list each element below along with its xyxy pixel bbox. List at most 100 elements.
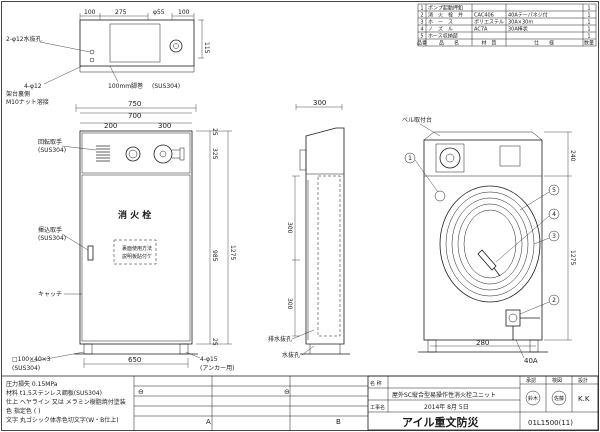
note-leg-material: (SUS304) xyxy=(152,83,180,90)
label-drain-hole: 水抜孔 xyxy=(282,351,300,359)
plate-line1: 裏面使用方法 xyxy=(122,245,152,252)
company-name: アイル重文防災 xyxy=(402,415,479,429)
approval-stamp xyxy=(525,390,541,406)
hydrant-valve xyxy=(505,309,521,327)
inspection-stamp xyxy=(551,390,567,406)
label-rotate-handle: 回転取手 xyxy=(38,138,62,146)
marker-a: ⊖ xyxy=(138,388,144,396)
label-catch: キャッチ xyxy=(38,291,62,298)
side-view: 300 300 300 排水抜孔 水抜孔 xyxy=(268,99,350,359)
front-dim-985: 985 xyxy=(211,250,218,262)
bell-unit xyxy=(435,143,465,173)
pump-start-button xyxy=(125,146,141,162)
title-inspect: 検図 xyxy=(552,377,562,384)
parts-row: 3 ホ ー ス ポリエステル 30A×30m 1 xyxy=(420,19,590,26)
svg-text:1: 1 xyxy=(587,6,590,12)
callout-4: 4 xyxy=(495,208,560,263)
plate-line2: 説明板貼付ケ xyxy=(122,253,152,260)
spec-line: 色 指定色 ( ) xyxy=(6,407,40,415)
svg-text:ポリエステル: ポリエステル xyxy=(474,19,504,26)
top-dim-275: 275 xyxy=(115,9,127,16)
svg-text:ホース収納部: ホース収納部 xyxy=(428,33,458,40)
parts-row: 2 消 火 栓 弁 CAC406 40Aテーパネジ付 1 xyxy=(420,12,590,19)
spec-notes: 圧力損失 0.15MPa 材料 t1.5ステンレス鋼板(SUS304) 仕上 ヘ… xyxy=(6,380,126,424)
rev-mark-a: A xyxy=(206,418,211,426)
front-dim-300: 300 xyxy=(158,122,171,130)
svg-text:2: 2 xyxy=(420,13,423,19)
side-hose-store xyxy=(317,175,341,337)
note-leg: 100mm脚巻 xyxy=(108,82,143,90)
svg-text:ノ ズ ル: ノ ズ ル xyxy=(428,26,453,33)
front-cabinet-outline xyxy=(79,130,193,345)
label-drain-outlet: 排水抜孔 xyxy=(268,335,292,343)
title-name-label: 名 称 xyxy=(370,380,382,387)
svg-text:2: 2 xyxy=(552,297,556,304)
parts-header-name: 品 名 xyxy=(439,40,459,47)
note-drain-holes: 2-φ12水抜孔 xyxy=(6,35,42,43)
side-cabinet-outline xyxy=(305,127,345,345)
parts-header-qty: 数量 xyxy=(584,40,594,47)
rev-mark-b: B xyxy=(336,418,341,426)
designer-initials: K.K xyxy=(578,395,590,403)
svg-text:1: 1 xyxy=(420,6,423,12)
front-dim-25b: 25 xyxy=(211,338,218,346)
front-dim-750: 750 xyxy=(128,100,141,108)
front-dim-25a: 25 xyxy=(211,128,218,136)
vent-louvres xyxy=(96,145,110,162)
title-date: 2014年 8月 5日 xyxy=(424,403,469,411)
svg-text:5: 5 xyxy=(552,187,556,194)
top-dim-115: 115 xyxy=(203,42,210,54)
side-dim-300b: 300 xyxy=(286,298,293,310)
front-dim-325: 325 xyxy=(211,148,218,160)
side-valve-projection xyxy=(299,149,307,171)
side-dim-300a: 300 xyxy=(286,222,293,234)
inspection-stamp-text: 佐藤 xyxy=(554,395,564,402)
parts-header-material: 材 質 xyxy=(481,40,496,47)
spec-line: 圧力損失 0.15MPa xyxy=(6,380,58,388)
front-dim-650: 650 xyxy=(128,356,141,364)
interior-view: ベル取付台 240 xyxy=(402,116,576,365)
svg-text:1: 1 xyxy=(587,20,590,26)
instruction-plate xyxy=(113,239,157,265)
note-anchor-holes: 4-φ12 xyxy=(24,83,42,90)
door-handle xyxy=(87,245,94,261)
svg-text:4: 4 xyxy=(552,211,556,218)
top-dim-phi55: φ55 xyxy=(153,9,165,16)
interior-dim-1275: 1275 xyxy=(569,250,576,265)
svg-text:AC7A: AC7A xyxy=(474,27,488,33)
svg-text:30A棒状: 30A棒状 xyxy=(508,26,528,33)
spec-line: 材料 t1.5ステンレス鋼板(SUS304) xyxy=(6,389,102,397)
front-upper-panel xyxy=(81,132,191,174)
title-design: 設計 xyxy=(578,377,588,384)
svg-text:30A×30m: 30A×30m xyxy=(508,20,533,26)
drain-hole xyxy=(89,49,95,55)
svg-text:3: 3 xyxy=(420,20,423,26)
spec-line: 仕上 ヘヤライン 又は メラミン樹脂焼付塗装 xyxy=(6,398,126,406)
label-base-channel: □100×40×3 xyxy=(12,356,51,363)
title-name: 屋外SC縦合型易操作性消火栓ユニット xyxy=(392,391,496,399)
svg-text:ポンプ起動押釦: ポンプ起動押釦 xyxy=(428,5,463,12)
svg-text:5: 5 xyxy=(420,34,423,40)
parts-row: 5 ホース収納部 1 xyxy=(420,33,590,40)
interior-dim-240: 240 xyxy=(569,150,576,162)
interior-dim-40a: 40A xyxy=(524,357,538,365)
drain-hole xyxy=(89,57,95,63)
front-view: 架台裏側 M10ナット溶接 750 700 200 300 xyxy=(6,90,236,372)
hose-coil xyxy=(439,185,541,303)
label-lock-handle-sub: (SUS304) xyxy=(38,235,66,242)
front-door xyxy=(81,174,191,342)
approval-stamp-text: 鈴木 xyxy=(528,395,538,402)
svg-text:CAC406: CAC406 xyxy=(474,13,494,19)
interior-dim-280: 280 xyxy=(476,339,489,347)
svg-text:1: 1 xyxy=(408,155,412,162)
label-anchor-holes: 4-φ15 xyxy=(200,356,218,363)
svg-text:消 火 栓 弁: 消 火 栓 弁 xyxy=(428,12,463,19)
parts-row: 4 ノ ズ ル AC7A 30A棒状 1 xyxy=(420,26,590,33)
top-dim-100b: 100 xyxy=(178,9,190,16)
drawing-number: 01L1500(11) xyxy=(528,419,573,427)
title-project-label: 工事名 xyxy=(370,404,385,411)
parts-header-spec: 仕 様 xyxy=(534,40,554,47)
